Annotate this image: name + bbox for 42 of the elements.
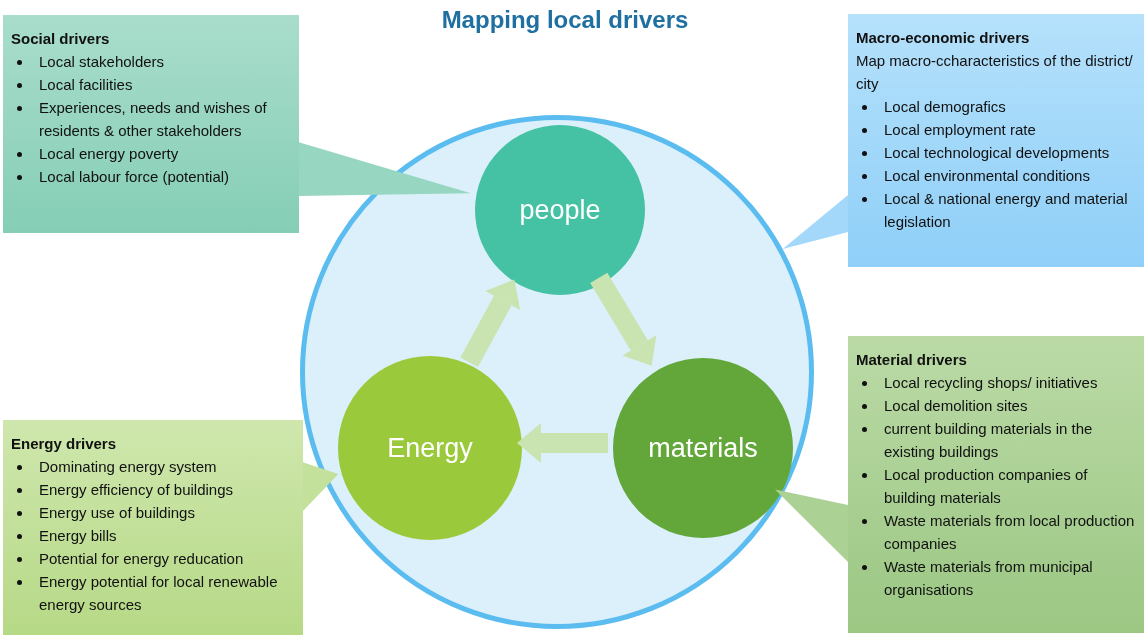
callout-pointer <box>782 195 848 250</box>
bullet-text: Local & national energy and material legislation <box>884 189 1129 232</box>
circle-label: people <box>519 193 601 227</box>
callout-box <box>3 15 299 233</box>
callout-box <box>848 336 1144 633</box>
callout-heading: Macro-economic drivers <box>856 28 1031 48</box>
bullet-text: Local facilities <box>39 75 133 95</box>
block-arrow <box>517 423 608 463</box>
block-arrow <box>460 279 521 368</box>
callout-heading: Social drivers <box>11 29 111 49</box>
callout-pointer <box>298 142 471 196</box>
bullet-text: Potential for energy reducation <box>39 549 244 569</box>
bullet-text: Energy efficiency of buildings <box>39 480 233 500</box>
callout-pointer <box>775 489 848 562</box>
bullet-text: Local environmental conditions <box>884 166 1090 186</box>
bullet-text: Waste materials from local production companies <box>884 511 1136 554</box>
callout-heading: Energy drivers <box>11 434 118 454</box>
bullet-text: current building materials in the existing buildings <box>884 419 1094 462</box>
callout-heading: Material drivers <box>856 350 968 370</box>
callout-box <box>3 420 303 635</box>
bullet-text: Local production companies of building materials <box>884 465 1089 508</box>
bullet-text: Local labour force (potential) <box>39 167 230 187</box>
bullet-text: Waste materials from municipal organisations <box>884 557 1094 600</box>
circle-label: materials <box>648 431 758 465</box>
bullet-text: Local demolition sites <box>884 396 1028 416</box>
bullet-text: Local stakeholders <box>39 52 165 72</box>
bullet-text: Dominating energy system <box>39 457 217 477</box>
bullet-text: Experiences, needs and wishes of residents & other stakeholders <box>39 98 268 141</box>
circle-label: Energy <box>387 431 473 465</box>
bullet-text: Local demografics <box>884 97 1006 117</box>
bullet-text: Local technological developments <box>884 143 1110 163</box>
block-arrow <box>590 272 657 366</box>
callout-description: Map macro-ccharacteristics of the district/ city <box>856 51 1134 94</box>
bullet-text: Local recycling shops/ initiatives <box>884 373 1098 393</box>
bullet-text: Local energy poverty <box>39 144 179 164</box>
callout-box <box>848 14 1144 267</box>
diagram-title: Mapping local drivers <box>440 5 690 35</box>
bullet-text: Energy bills <box>39 526 117 546</box>
bullet-text: Local employment rate <box>884 120 1036 140</box>
bullet-text: Energy use of buildings <box>39 503 195 523</box>
callout-pointer <box>302 462 339 512</box>
bullet-text: Energy potential for local renewable energy sources <box>39 572 279 615</box>
